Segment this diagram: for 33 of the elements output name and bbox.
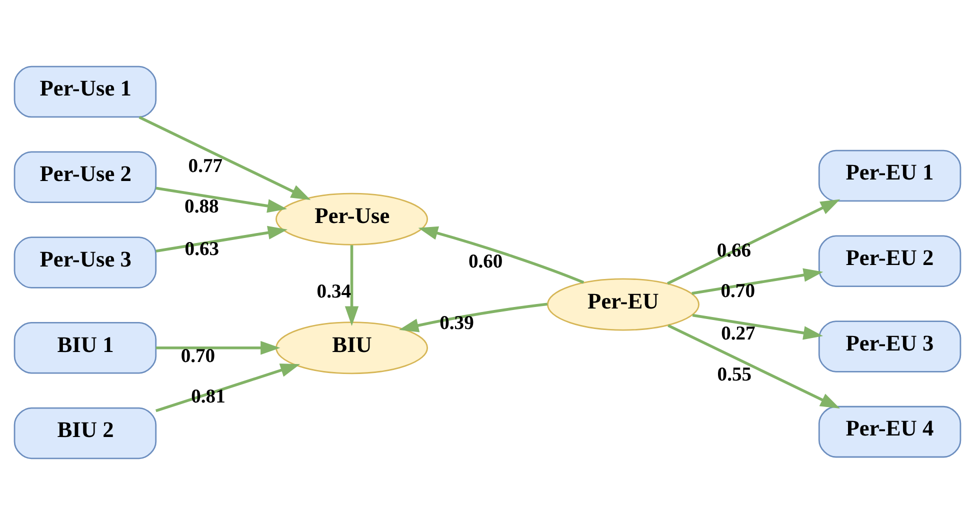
arrow: [156, 226, 288, 252]
edge-label: 0.60: [468, 252, 503, 273]
node-box: Per-EU 1: [818, 150, 962, 202]
arrow: [668, 324, 840, 408]
node-ellipse: Per-EU: [546, 278, 700, 331]
edge-label: 0.88: [184, 196, 219, 218]
node-box: Per-EU 3: [818, 320, 962, 372]
arrow: [156, 186, 288, 213]
arrow: [692, 268, 824, 295]
node-box: Per-Use 3: [14, 236, 157, 288]
edge-label: 0.39: [440, 312, 474, 334]
edge-label: 0.27: [721, 324, 756, 345]
node-ellipse: Per-Use: [276, 192, 428, 246]
node-box: BIU 2: [14, 407, 157, 460]
node-box: Per-EU 4: [818, 406, 962, 458]
arrow: [666, 199, 840, 285]
edge-label: 0.55: [717, 364, 752, 386]
node-box: Per-EU 2: [818, 235, 962, 287]
arrow: [155, 364, 300, 412]
edge-label: 0.63: [184, 238, 220, 260]
arrow: [156, 340, 280, 355]
node-ellipse: BIU: [276, 322, 428, 374]
arrow: [398, 302, 548, 332]
node-box: Per-Use 2: [14, 151, 157, 204]
arrow: [138, 116, 311, 200]
edge-label: 0.77: [188, 156, 223, 178]
edge-label: 0.70: [180, 346, 216, 368]
arrow: [344, 245, 359, 326]
arrow: [418, 226, 584, 284]
node-box: BIU 1: [14, 322, 157, 374]
arrow: [692, 314, 824, 340]
edge-label: 0.70: [720, 281, 756, 302]
node-box: Per-Use 1: [14, 66, 157, 118]
